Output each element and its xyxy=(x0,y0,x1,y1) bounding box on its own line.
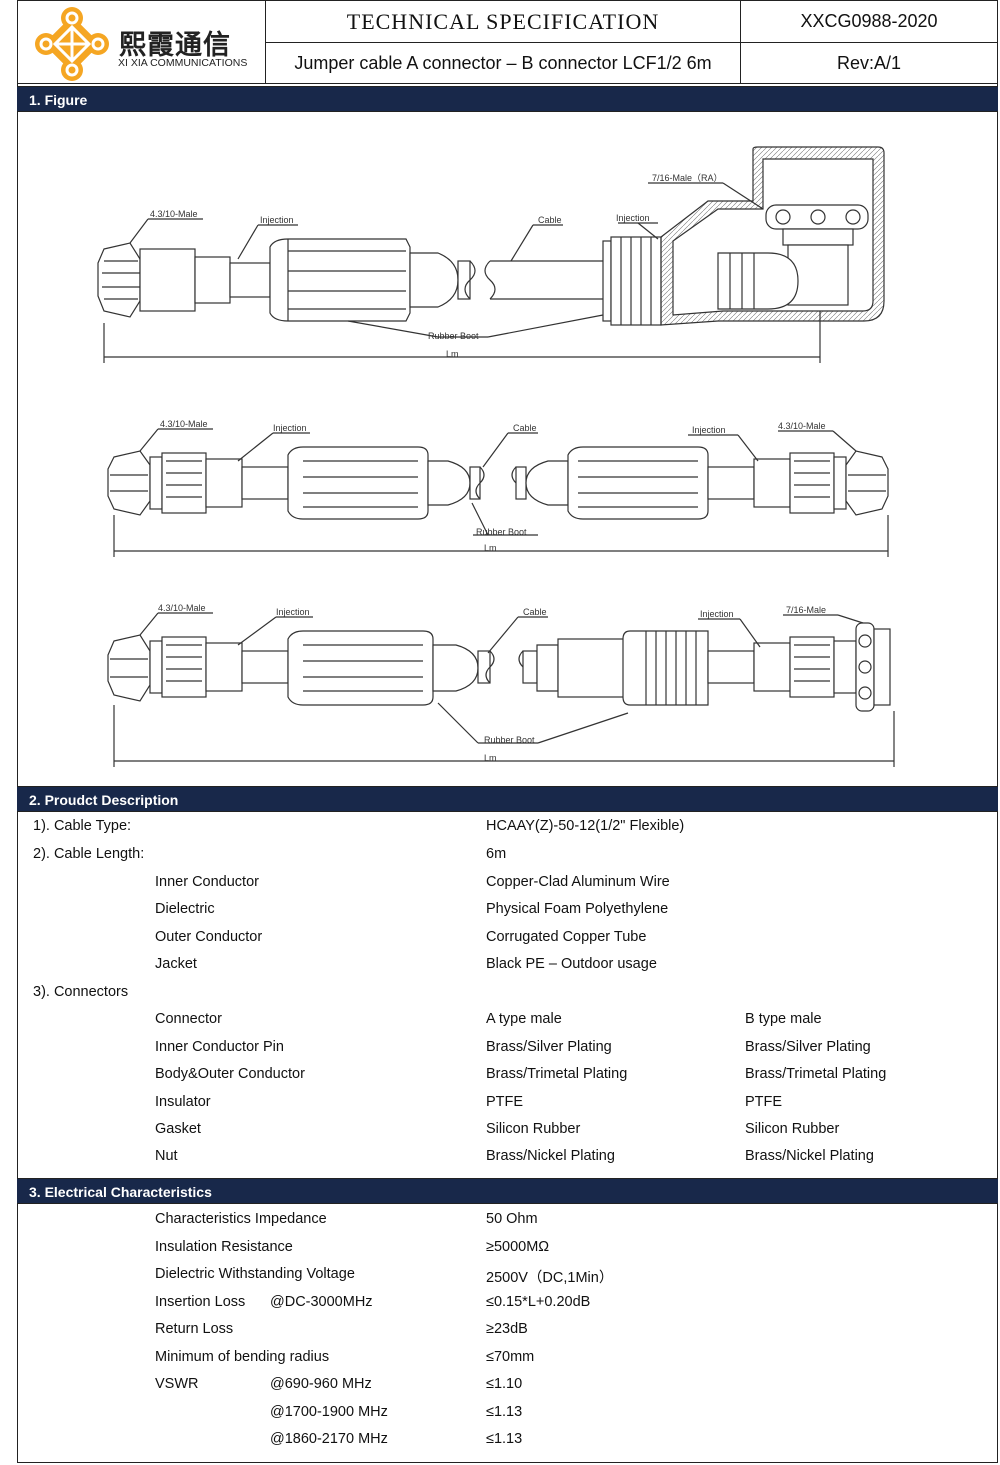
figure-area: 4.3/10-Male Injection Cable Injection 7/… xyxy=(18,111,997,783)
elec-row-condition: @1700-1900 MHz xyxy=(270,1404,388,1420)
d3-length-label: Lm xyxy=(484,753,497,763)
revision: Rev:A/1 xyxy=(740,42,998,84)
elec-row-value: ≤1.13 xyxy=(486,1431,523,1447)
section-figure-heading: 1. Figure xyxy=(17,86,998,112)
connector-row-label: Gasket xyxy=(155,1121,201,1137)
elec-row-value: ≤1.13 xyxy=(486,1404,523,1420)
connector-row-label: Connector xyxy=(155,1011,222,1027)
logo-english-name: XI XIA COMMUNICATIONS xyxy=(118,57,248,69)
spec-row-label: Inner Conductor xyxy=(155,874,259,890)
connector-row-b: Brass/Nickel Plating xyxy=(745,1148,874,1164)
d3-injection-right-label: Injection xyxy=(700,609,734,619)
elec-row-label: Minimum of bending radius xyxy=(155,1349,330,1365)
elec-row-label: Return Loss xyxy=(155,1321,234,1337)
d3-cable-label: Cable xyxy=(523,607,547,617)
connector-row-b: Silicon Rubber xyxy=(745,1121,840,1137)
elec-row-value: ≤70mm xyxy=(486,1349,535,1365)
section-electrical-heading: 3. Electrical Characteristics xyxy=(17,1178,998,1204)
drawing-3 xyxy=(107,612,895,767)
d1-injection-right-label: Injection xyxy=(616,213,650,223)
elec-row-label: Characteristics Impedance xyxy=(155,1211,327,1227)
drawing-1 xyxy=(97,146,885,363)
connector-row-b: Brass/Silver Plating xyxy=(745,1039,871,1055)
elec-row-label: Dielectric Withstanding Voltage xyxy=(155,1266,355,1282)
logo-chinese-name: 熙霞通信 xyxy=(119,30,231,61)
d1-injection-left-label: Injection xyxy=(260,215,294,225)
connector-row-a: Silicon Rubber xyxy=(486,1121,581,1137)
d1-cable-label: Cable xyxy=(538,215,562,225)
logo-block: 熙霞通信 XI XIA COMMUNICATIONS xyxy=(17,0,266,84)
spec-row-label: Dielectric xyxy=(155,901,215,917)
cable-type-value: HCAAY(Z)-50-12(1/2" Flexible) xyxy=(486,818,685,834)
company-logo-icon xyxy=(35,7,109,81)
elec-row-condition: @690-960 MHz xyxy=(270,1376,372,1392)
connector-row-a: PTFE xyxy=(486,1094,524,1110)
connector-row-b: B type male xyxy=(745,1011,822,1027)
connector-row-label: Nut xyxy=(155,1148,178,1164)
connector-row-a: Brass/Silver Plating xyxy=(486,1039,612,1055)
connector-row-b: PTFE xyxy=(745,1094,783,1110)
connector-row-a: Brass/Nickel Plating xyxy=(486,1148,615,1164)
d1-length-label: Lm xyxy=(446,349,459,359)
d3-injection-left-label: Injection xyxy=(276,607,310,617)
document-number: XXCG0988-2020 xyxy=(740,0,998,43)
elec-row-value: ≤0.15*L+0.20dB xyxy=(486,1294,591,1310)
connector-row-a: Brass/Trimetal Plating xyxy=(486,1066,628,1082)
connector-row-label: Inner Conductor Pin xyxy=(155,1039,284,1055)
connector-row-b: Brass/Trimetal Plating xyxy=(745,1066,887,1082)
d3-connector-a-label: 4.3/10-Male xyxy=(158,603,206,613)
d2-length-label: Lm xyxy=(484,543,497,553)
elec-row-label: VSWR xyxy=(155,1376,199,1392)
document-title: TECHNICAL SPECIFICATION xyxy=(265,0,741,43)
d2-rubber-boot-label: Rubber Boot xyxy=(476,527,527,537)
elec-row-value: 2500V（DC,1Min） xyxy=(486,1270,614,1286)
d1-connector-a-label: 4.3/10-Male xyxy=(150,209,198,219)
d2-connector-a-label: 4.3/10-Male xyxy=(160,419,208,429)
d3-rubber-boot-label: Rubber Boot xyxy=(484,735,535,745)
elec-row-value: ≥23dB xyxy=(486,1321,528,1337)
connector-row-label: Body&Outer Conductor xyxy=(155,1066,305,1082)
elec-row-value: ≥5000MΩ xyxy=(486,1239,550,1255)
elec-row-label: Insulation Resistance xyxy=(155,1239,293,1255)
drawing-2 xyxy=(107,428,889,557)
elec-row-condition: @DC-3000MHz xyxy=(270,1294,373,1310)
d2-cable-label: Cable xyxy=(513,423,537,433)
d2-connector-b-label: 4.3/10-Male xyxy=(778,421,826,431)
d1-connector-b-label: 7/16-Male（RA） xyxy=(652,173,723,183)
elec-row-condition: @1860-2170 MHz xyxy=(270,1431,388,1447)
connectors-label: 3). Connectors xyxy=(33,984,129,1000)
document-subtitle: Jumper cable A connector – B connector L… xyxy=(265,42,741,84)
spec-row-value: Copper-Clad Aluminum Wire xyxy=(486,874,670,890)
d2-injection-right-label: Injection xyxy=(692,425,726,435)
cable-drawings: 4.3/10-Male Injection Cable Injection 7/… xyxy=(97,146,895,767)
d2-injection-left-label: Injection xyxy=(273,423,307,433)
d1-rubber-boot-label: Rubber Boot xyxy=(428,331,479,341)
elec-row-value: 50 Ohm xyxy=(486,1211,538,1227)
spec-row-value: Physical Foam Polyethylene xyxy=(486,901,669,917)
connector-row-a: A type male xyxy=(486,1011,562,1027)
elec-row-label: Insertion Loss xyxy=(155,1294,246,1310)
spec-row-value: Black PE – Outdoor usage xyxy=(486,956,657,972)
document-header: 熙霞通信 XI XIA COMMUNICATIONS TECHNICAL SPE… xyxy=(17,0,998,84)
connector-row-label: Insulator xyxy=(155,1094,211,1110)
spec-row-label: Jacket xyxy=(155,956,197,972)
section-description-heading: 2. Proudct Description xyxy=(17,786,998,812)
cable-length-label: 2). Cable Length: xyxy=(33,846,145,862)
d3-connector-b-label: 7/16-Male xyxy=(786,605,826,615)
cable-length-value: 6m xyxy=(486,846,507,862)
spec-row-value: Corrugated Copper Tube xyxy=(486,929,647,945)
cable-type-label: 1). Cable Type: xyxy=(33,818,132,834)
elec-row-value: ≤1.10 xyxy=(486,1376,523,1392)
spec-row-label: Outer Conductor xyxy=(155,929,263,945)
